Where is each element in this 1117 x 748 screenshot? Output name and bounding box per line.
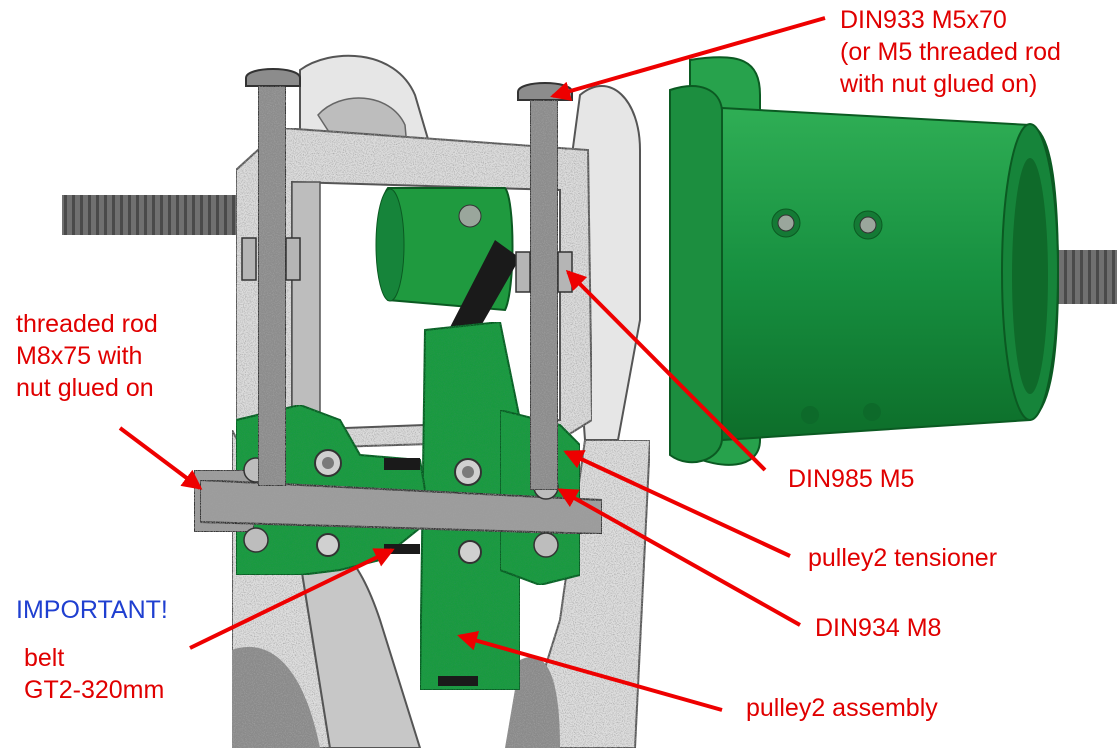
arrow-icon (118, 426, 203, 490)
arrow-icon (557, 488, 801, 627)
arrow-icon (563, 450, 791, 558)
small-green-clamp (375, 187, 520, 345)
arrow-icon (550, 16, 826, 101)
label-din933-line3: with nut glued on) (840, 70, 1038, 98)
green-drum (669, 56, 1060, 466)
label-belt: belt GT2-320mm (24, 642, 164, 706)
label-threaded-rod: threaded rod M8x75 with nut glued on (16, 308, 158, 404)
m8-threaded-rod (193, 469, 603, 536)
label-din933-line2: (or M5 threaded rod (840, 38, 1061, 66)
label-belt-line1: belt (24, 644, 65, 672)
m5-bolts (241, 68, 573, 491)
label-threaded-rod-line1: threaded rod (16, 310, 158, 338)
arrow-icon (565, 269, 767, 472)
arrow-icon (457, 630, 723, 712)
label-important: IMPORTANT! (16, 596, 168, 624)
label-pulley2-tensioner: pulley2 tensioner (808, 544, 998, 572)
label-din985-nut: DIN985 M5 (788, 465, 915, 493)
arrow-icon (189, 548, 395, 650)
label-threaded-rod-line2: M8x75 with (16, 342, 143, 370)
label-din933-line1: DIN933 M5x70 (840, 6, 1007, 34)
label-din934-nut: DIN934 M8 (815, 614, 942, 642)
label-din933-bolt: DIN933 M5x70 (or M5 threaded rod with nu… (840, 4, 1061, 100)
label-pulley2-assembly: pulley2 assembly (746, 694, 938, 722)
label-belt-line2: GT2-320mm (24, 676, 165, 704)
label-threaded-rod-line3: nut glued on (16, 374, 154, 402)
